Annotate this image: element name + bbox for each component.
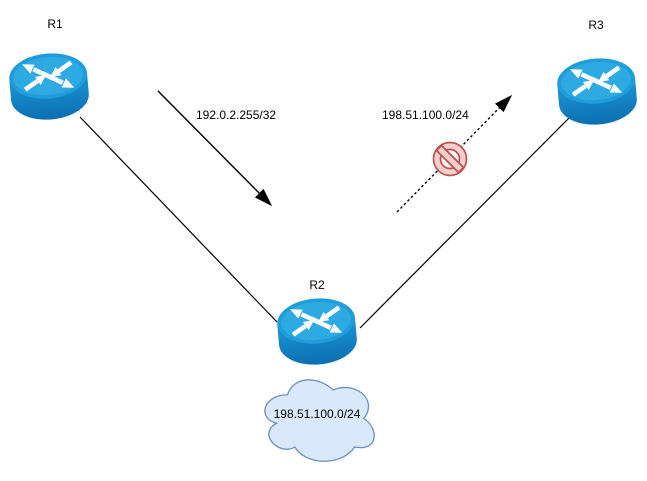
link-r2-r3 bbox=[359, 116, 571, 329]
router-icon bbox=[275, 295, 358, 368]
route-arrow-advertised bbox=[157, 90, 273, 207]
router-icon bbox=[7, 50, 90, 123]
route-advertised-label: 192.0.2.255/32 bbox=[196, 108, 277, 122]
router-r1-label: R1 bbox=[47, 17, 63, 31]
router-r3-label: R3 bbox=[588, 18, 604, 32]
cloud-network-label: 198.51.100.0/24 bbox=[273, 407, 361, 421]
no-entry-icon bbox=[432, 141, 468, 177]
link-r1-r2 bbox=[79, 116, 278, 323]
cloud-icon bbox=[264, 379, 375, 462]
router-icon bbox=[555, 55, 638, 128]
router-r2-label: R2 bbox=[309, 278, 325, 292]
route-blocked-label: 198.51.100.0/24 bbox=[382, 108, 469, 122]
